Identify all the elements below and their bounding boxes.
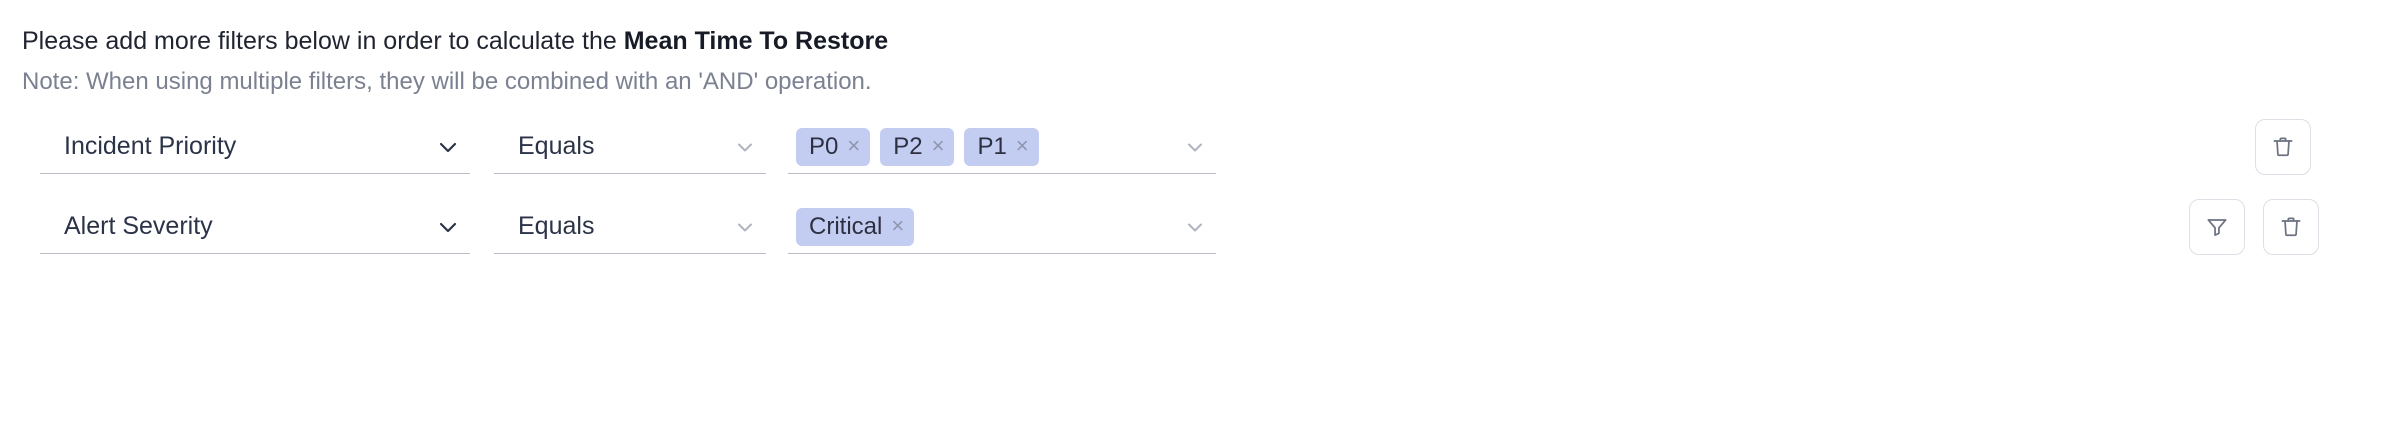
close-icon[interactable]: × <box>1015 132 1029 158</box>
filter-row: Alert Severity Equals Critical × <box>0 199 2408 280</box>
chevron-down-icon <box>738 223 752 231</box>
filter-row: Incident Priority Equals P0 × <box>0 119 2408 200</box>
operator-select-value: Equals <box>518 132 595 160</box>
value-chip[interactable]: P1 × <box>964 127 1039 166</box>
chevron-down-icon <box>1188 143 1202 151</box>
row-actions <box>2255 119 2311 175</box>
value-chip[interactable]: P2 × <box>880 127 955 166</box>
instruction-prefix: Please add more filters below in order t… <box>22 27 624 55</box>
value-chip-label: P2 <box>893 132 923 160</box>
values-multiselect[interactable]: P0 × P2 × P1 × <box>788 120 1216 174</box>
value-chip[interactable]: P0 × <box>796 127 871 166</box>
instruction-metric-name: Mean Time To Restore <box>623 27 889 55</box>
chevron-down-icon <box>738 143 752 151</box>
row-actions <box>2189 199 2319 255</box>
value-chip-label: P0 <box>809 132 839 160</box>
operator-select-value: Equals <box>518 212 595 240</box>
funnel-icon <box>2207 219 2227 236</box>
chevron-down-icon <box>1188 223 1202 231</box>
value-chip-label: Critical <box>809 212 883 240</box>
value-chip-label: P1 <box>977 132 1007 160</box>
attribute-select-value: Incident Priority <box>64 132 237 160</box>
selected-values-list: P0 × P2 × P1 × <box>796 127 1182 166</box>
close-icon[interactable]: × <box>931 132 945 158</box>
close-icon[interactable]: × <box>847 132 861 158</box>
delete-filter-button[interactable] <box>2255 119 2311 175</box>
value-chip[interactable]: Critical × <box>796 207 915 246</box>
chevron-down-icon <box>439 142 457 152</box>
attribute-select[interactable]: Alert Severity <box>40 200 470 254</box>
attribute-select-value: Alert Severity <box>64 212 213 240</box>
trash-icon <box>2273 137 2293 157</box>
selected-values-list: Critical × <box>796 207 1182 246</box>
operator-select[interactable]: Equals <box>494 120 766 174</box>
close-icon[interactable]: × <box>891 212 905 238</box>
trash-icon <box>2281 217 2301 237</box>
add-filter-button[interactable] <box>2189 199 2245 255</box>
attribute-select[interactable]: Incident Priority <box>40 120 470 174</box>
chevron-down-icon <box>439 222 457 232</box>
values-multiselect[interactable]: Critical × <box>788 200 1216 254</box>
operator-select[interactable]: Equals <box>494 200 766 254</box>
note-text: Note: When using multiple filters, they … <box>22 68 872 95</box>
delete-filter-button[interactable] <box>2263 199 2319 255</box>
filter-rows: Incident Priority Equals P0 × <box>0 119 2408 280</box>
instruction-text: Please add more filters below in order t… <box>22 26 2408 56</box>
